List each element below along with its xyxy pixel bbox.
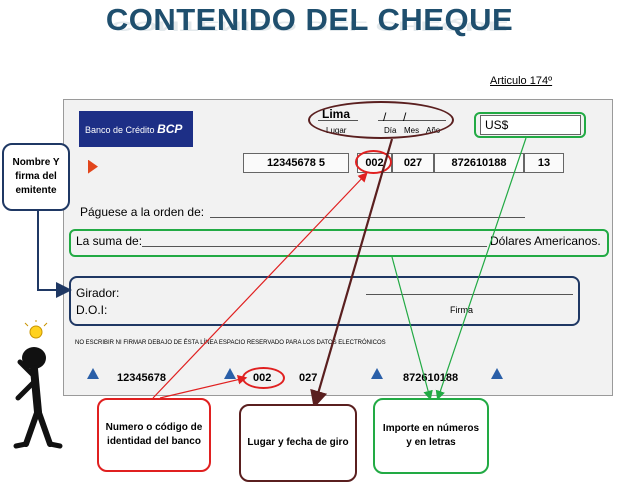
amount-currency: Dólares Americanos. — [490, 234, 601, 248]
place-date-highlight — [308, 101, 454, 139]
thinking-figure-icon — [13, 320, 63, 449]
bank-code-logo: BCP — [157, 122, 183, 136]
emitter-callout: Nombre Y firma del emitente — [2, 143, 70, 211]
article-reference: Articulo 174º — [490, 75, 553, 87]
cheque-number: 872610188 — [434, 153, 524, 173]
amount-callout: Importe en números y en letras — [373, 398, 489, 474]
signature-label: Firma — [450, 305, 473, 315]
reserved-space-notice: NO ESCRIBIR NI FIRMAR DEBAJO DE ÉSTA LÍN… — [75, 340, 386, 346]
currency-highlight — [474, 112, 586, 138]
currency-field: US$ — [480, 115, 581, 135]
micr-account: 12345678 — [117, 372, 166, 384]
bank-name: Banco de Crédito — [85, 125, 155, 135]
doi-label: D.O.I: — [76, 303, 108, 317]
amount-label: La suma de: — [76, 234, 143, 248]
micr-branch: 027 — [299, 372, 318, 384]
triangle-marker-icon — [371, 368, 383, 379]
branch-code: 027 — [392, 153, 434, 173]
emitter-callout-text: Nombre Y firma del emitente — [12, 157, 60, 196]
account-number: 12345678 5 — [243, 153, 349, 173]
bank-logo: Banco de Crédito BCP — [79, 111, 193, 174]
bank-code-callout-text: Numero o código de identidad del banco — [105, 422, 203, 447]
page-title: CONTENIDO DEL CHEQUE — [105, 2, 514, 37]
micr-connector — [159, 374, 248, 399]
triangle-marker-icon — [224, 368, 236, 379]
cheque-body — [63, 99, 613, 396]
bank-code-callout: Numero o código de identidad del banco — [97, 398, 211, 472]
lightbulb-icon — [24, 320, 48, 339]
place-date-callout-text: Lugar y fecha de giro — [247, 437, 349, 448]
drawer-highlight — [69, 276, 580, 326]
amount-highlight — [69, 229, 609, 257]
amount-connector — [391, 256, 433, 401]
amount-callout-text: Importe en números y en letras — [382, 423, 480, 448]
signature-line — [366, 294, 573, 295]
drawer-label: Girador: — [76, 286, 120, 300]
amount-line — [142, 246, 487, 247]
bcp-arrow-icon — [88, 159, 98, 174]
check-digit: 13 — [524, 153, 564, 173]
triangle-marker-icon — [87, 368, 99, 379]
triangle-marker-icon — [491, 368, 503, 379]
currency-connector — [435, 137, 527, 401]
payee-line — [210, 217, 525, 218]
bank-code-connector — [152, 172, 368, 399]
emitter-connector — [37, 210, 72, 298]
bank-code-highlight — [355, 150, 392, 174]
place-date-callout: Lugar y fecha de giro — [239, 404, 357, 482]
place-date-connector — [310, 138, 394, 409]
payee-label: Páguese a la orden de: — [80, 205, 205, 219]
